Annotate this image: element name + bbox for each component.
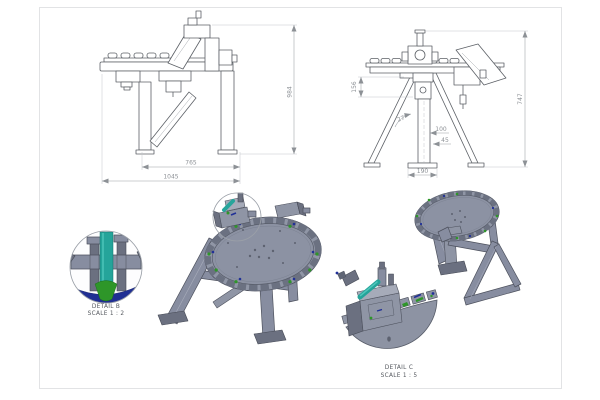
- isometric-view-main: [157, 192, 322, 345]
- front-legs: [135, 70, 238, 155]
- dim-offset: 45: [441, 137, 449, 144]
- iso-main-disc: [204, 216, 322, 292]
- detail-c-view: DETAIL C SCALE 1 : 5: [335, 261, 438, 379]
- detail-b-title: DETAIL B: [92, 304, 120, 310]
- front-view: 765 1045 984: [99, 10, 297, 184]
- dim-column-width: 100: [435, 126, 447, 133]
- iso-rear-disc-holes: [451, 210, 466, 223]
- dim-base-width: 190: [417, 168, 429, 175]
- iso-main-disc-holes: [227, 229, 296, 268]
- iso-rear-frame: [430, 219, 522, 306]
- dim-front-height: 984: [287, 86, 294, 98]
- front-rollers: [103, 52, 215, 63]
- side-head-assembly: [401, 29, 439, 65]
- detail-b-scale: SCALE 1 : 2: [88, 311, 125, 317]
- front-undertable: [115, 70, 192, 97]
- detail-c-title: DETAIL C: [385, 365, 413, 371]
- detail-b-content: [70, 231, 142, 303]
- detail-b-indicator-circle: [212, 192, 262, 242]
- side-view: 156 27° 100 45 190 747: [351, 29, 528, 178]
- dim-side-height: 747: [517, 93, 524, 105]
- iso-rear-rim-fixtures: [415, 192, 499, 240]
- detail-b-green-wedge: [94, 280, 118, 302]
- sheet-border: [39, 7, 562, 389]
- isometric-view-rear: [414, 190, 522, 306]
- detail-c-top-parts: [335, 261, 394, 300]
- detail-c-block: [345, 283, 403, 337]
- side-dimensions: 156 27° 100 45 190 747: [351, 30, 528, 178]
- iso-rear-mechanism: [437, 225, 463, 243]
- dim-width-inner: 765: [185, 160, 197, 167]
- front-dimensions: 765 1045 984: [101, 24, 297, 184]
- dim-width-outer: 1045: [163, 174, 178, 181]
- dim-leg-angle: 27°: [396, 113, 408, 123]
- iso-rear-disc: [414, 190, 500, 242]
- detail-c-scale: SCALE 1 : 5: [381, 373, 418, 379]
- detail-b-view: DETAIL B SCALE 1 : 2: [69, 230, 143, 317]
- side-column: [407, 72, 438, 169]
- iso-main-mechanism: [212, 192, 257, 229]
- side-chute: [453, 43, 507, 109]
- detail-b-circle-boundary: [69, 230, 143, 304]
- iso-main-bin: [274, 201, 311, 219]
- dim-hub-height: 156: [351, 81, 358, 93]
- front-head-assembly: [167, 10, 238, 72]
